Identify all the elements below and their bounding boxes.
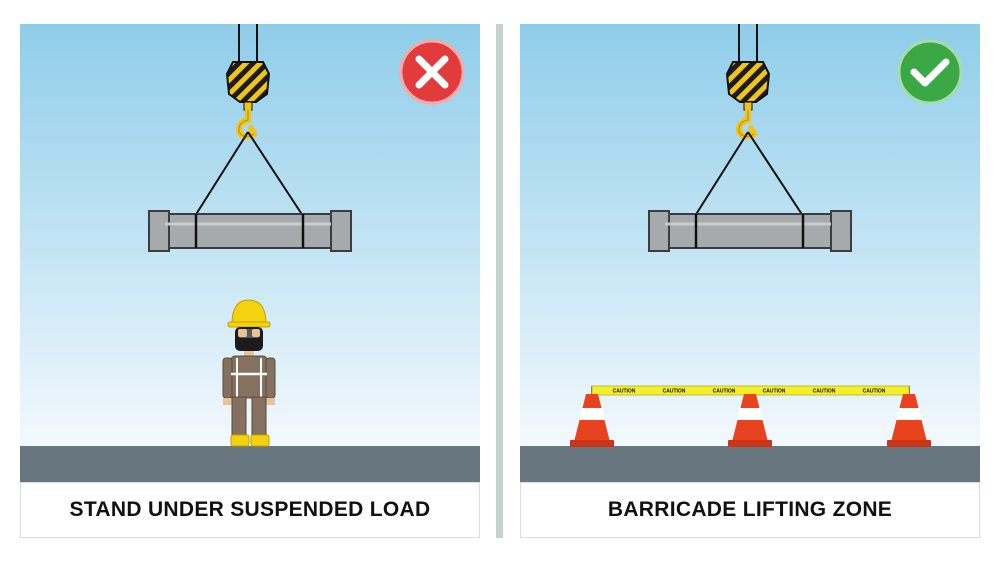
cross-icon: [399, 39, 465, 105]
ground: [20, 446, 480, 482]
scene-incorrect: [20, 24, 480, 482]
suspended-pipe: [648, 210, 852, 252]
caption-correct: BARRICADE LIFTING ZONE: [520, 482, 980, 538]
worker-figure: [222, 299, 276, 447]
traffic-cone-icon: [570, 394, 614, 447]
panel-divider: [496, 24, 503, 538]
suspended-pipe: [148, 210, 352, 252]
crane-cables: [738, 24, 758, 62]
scene-correct: CAUTION CAUTION CAUTION CAUTION CAUTION …: [520, 24, 980, 482]
panel-incorrect: STAND UNDER SUSPENDED LOAD: [20, 24, 480, 538]
sling-ropes: [194, 131, 304, 217]
traffic-cone-icon: [887, 394, 931, 447]
tape-label: CAUTION: [863, 389, 886, 395]
tape-label: CAUTION: [813, 389, 836, 395]
tape-label: CAUTION: [763, 389, 786, 395]
sling-ropes: [694, 131, 804, 217]
tape-label: CAUTION: [713, 389, 736, 395]
traffic-cone-icon: [728, 394, 772, 447]
panel-correct: CAUTION CAUTION CAUTION CAUTION CAUTION …: [520, 24, 980, 538]
ground: [520, 446, 980, 482]
checkmark-icon: [897, 39, 963, 105]
caption-incorrect: STAND UNDER SUSPENDED LOAD: [20, 482, 480, 538]
crane-cables: [238, 24, 258, 62]
tape-label: CAUTION: [663, 389, 686, 395]
tape-label: CAUTION: [613, 389, 636, 395]
